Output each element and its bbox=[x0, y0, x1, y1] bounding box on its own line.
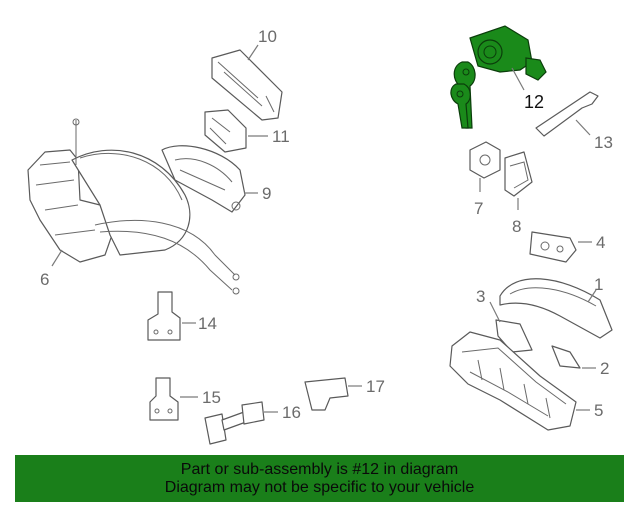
parts-diagram: 6 10 11 9 14 15 16 bbox=[27, 25, 613, 445]
callout-16: 16 bbox=[282, 403, 301, 422]
leader-10 bbox=[247, 44, 259, 61]
part-14-hinge bbox=[147, 291, 181, 341]
part-5-handle-frame bbox=[449, 331, 577, 431]
leader-3 bbox=[489, 301, 501, 323]
part-11-handle-bracket bbox=[204, 109, 247, 153]
leader-1 bbox=[587, 289, 597, 303]
part-1-outside-handle bbox=[499, 278, 613, 339]
callout-17: 17 bbox=[366, 377, 385, 396]
banner-line-1: Part or sub-assembly is #12 in diagram bbox=[180, 461, 459, 478]
part-12-lock-cylinder bbox=[450, 25, 547, 129]
callout-1: 1 bbox=[594, 275, 603, 294]
part-17-bracket bbox=[304, 377, 349, 411]
part-6-latch-assembly bbox=[27, 118, 240, 295]
banner-line-2: Diagram may not be specific to your vehi… bbox=[164, 479, 475, 496]
leader-13 bbox=[575, 119, 591, 136]
callout-12: 12 bbox=[524, 92, 544, 112]
leader-6 bbox=[51, 249, 63, 267]
callout-13: 13 bbox=[594, 133, 613, 152]
callout-8: 8 bbox=[512, 217, 521, 236]
part-16-door-check bbox=[204, 401, 265, 445]
callout-4: 4 bbox=[596, 233, 605, 252]
callout-3: 3 bbox=[476, 287, 485, 306]
callout-5: 5 bbox=[594, 401, 603, 420]
callout-11: 11 bbox=[272, 127, 290, 146]
callout-6: 6 bbox=[40, 270, 49, 289]
callout-7: 7 bbox=[474, 199, 483, 218]
callout-2: 2 bbox=[600, 359, 609, 378]
part-8-striker bbox=[504, 151, 533, 197]
part-2-cap bbox=[551, 345, 581, 369]
callout-15: 15 bbox=[202, 388, 221, 407]
info-banner: Part or sub-assembly is #12 in diagram D… bbox=[15, 455, 624, 502]
part-4-gasket bbox=[529, 231, 577, 263]
part-10-bracket bbox=[211, 49, 283, 121]
callout-14: 14 bbox=[198, 314, 217, 333]
callout-10: 10 bbox=[258, 27, 277, 46]
part-15-hinge bbox=[149, 377, 179, 421]
part-13-rod bbox=[535, 91, 599, 137]
callout-9: 9 bbox=[262, 184, 271, 203]
part-7-bracket bbox=[469, 141, 501, 179]
part-9-inside-handle bbox=[161, 145, 246, 213]
leader-12 bbox=[511, 67, 525, 91]
